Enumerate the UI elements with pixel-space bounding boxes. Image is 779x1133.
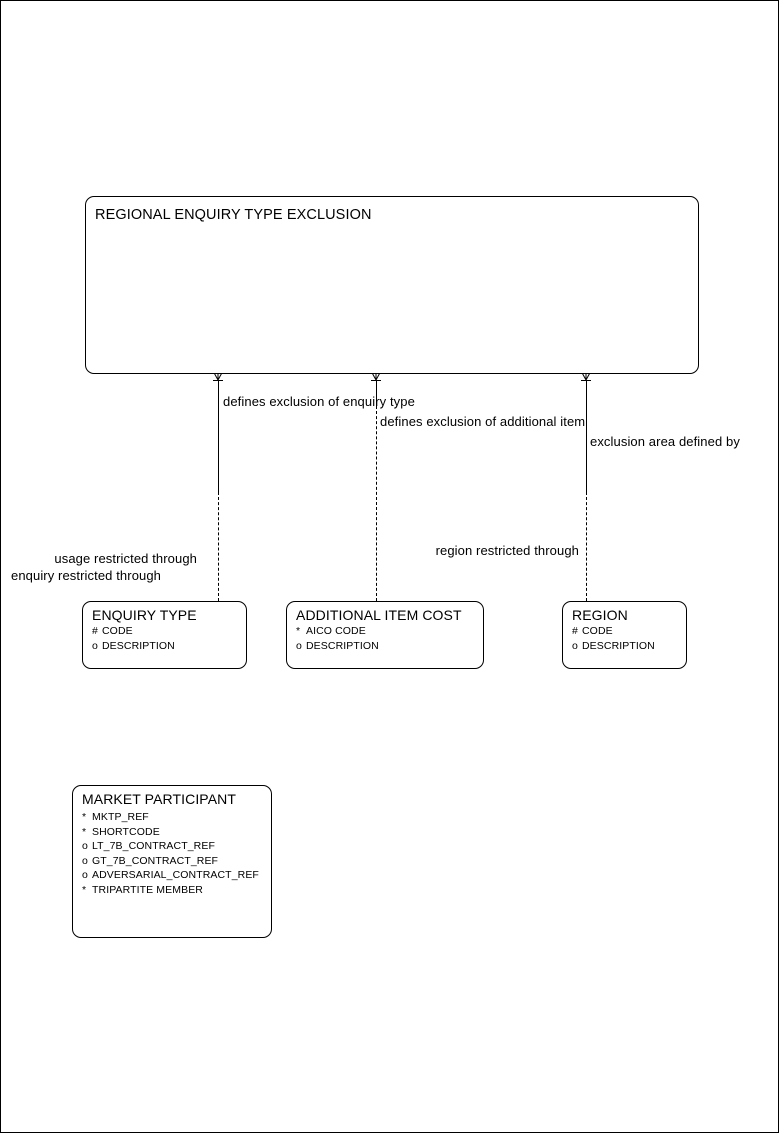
attribute-name: GT_7B_CONTRACT_REF <box>92 854 219 867</box>
entity-market-participant[interactable]: MARKET PARTICIPANT * MKTP_REF * SHORTCODE … <box>72 785 272 938</box>
connector-enquiry-type-dashed <box>218 492 219 601</box>
attribute-name: AICO CODE <box>306 625 366 637</box>
attribute-marker: * <box>82 883 87 896</box>
attribute-marker: * <box>82 825 87 838</box>
relationship-label-defines-exclusion-of-additional-item: defines exclusion of additional item <box>380 414 586 429</box>
attribute-name: LT_7B_CONTRACT_REF <box>92 840 215 852</box>
attribute-row: * MKTP_REF <box>82 810 259 825</box>
attribute-name: MKTP_REF <box>92 811 149 823</box>
attribute-name: DESCRIPTION <box>306 639 379 652</box>
attribute-row: # CODE <box>92 624 175 639</box>
entity-title: ENQUIRY TYPE <box>92 607 197 623</box>
attribute-row: * AICO CODE <box>296 624 379 639</box>
attribute-marker: o <box>572 639 578 652</box>
attribute-row: # CODE <box>572 624 655 639</box>
entity-title: MARKET PARTICIPANT <box>82 791 237 807</box>
attribute-list: * MKTP_REF * SHORTCODE o LT_7B_CONTRACT_REF… <box>82 810 259 897</box>
relationship-label-region-restricted-through: region restricted through <box>435 543 579 558</box>
attribute-row: o GT_7B_CONTRACT_REF <box>82 854 259 869</box>
relationship-label-exclusion-area-defined-by: exclusion area defined by <box>590 434 740 449</box>
entity-title: REGIONAL ENQUIRY TYPE EXCLUSION <box>95 207 372 223</box>
attribute-row: o DESCRIPTION <box>92 639 175 654</box>
attribute-row: o LT_7B_CONTRACT_REF <box>82 839 259 854</box>
relationship-label-defines-exclusion-of-enquiry-type: defines exclusion of enquiry type <box>223 394 415 409</box>
attribute-name: TRIPARTITE MEMBER <box>92 883 203 896</box>
attribute-marker: o <box>92 639 98 652</box>
attribute-name: CODE <box>582 625 613 637</box>
attribute-marker: # <box>572 625 578 637</box>
attribute-name: SHORTCODE <box>92 825 160 838</box>
entity-title: REGION <box>572 607 628 623</box>
relationship-label-usage-restricted-through: usage restricted through <box>54 551 197 566</box>
attribute-name: DESCRIPTION <box>102 639 175 652</box>
attribute-name: ADVERSARIAL_CONTRACT_REF <box>92 869 259 881</box>
attribute-list: * AICO CODE o DESCRIPTION <box>296 624 379 653</box>
attribute-list: # CODE o DESCRIPTION <box>572 624 655 653</box>
attribute-row: * SHORTCODE <box>82 825 259 840</box>
entity-region[interactable]: REGION # CODE o DESCRIPTION <box>562 601 687 669</box>
attribute-row: o ADVERSARIAL_CONTRACT_REF <box>82 868 259 883</box>
connector-region-dashed <box>586 492 587 601</box>
entity-regional-enquiry-type-exclusion[interactable]: REGIONAL ENQUIRY TYPE EXCLUSION <box>85 196 699 374</box>
connector-additional-item-cost-solid <box>376 380 377 406</box>
attribute-marker: * <box>82 811 87 823</box>
attribute-marker: o <box>82 854 88 867</box>
attribute-marker: # <box>92 625 98 637</box>
entity-additional-item-cost[interactable]: ADDITIONAL ITEM COST * AICO CODE o DESCRIP… <box>286 601 484 669</box>
attribute-row: * TRIPARTITE MEMBER <box>82 883 259 898</box>
attribute-list: # CODE o DESCRIPTION <box>92 624 175 653</box>
attribute-row: o DESCRIPTION <box>296 639 379 654</box>
attribute-name: CODE <box>102 625 133 637</box>
connector-additional-item-cost-dashed <box>376 406 377 601</box>
relationship-label-enquiry-restricted-through: enquiry restricted through <box>11 568 162 583</box>
entity-title: ADDITIONAL ITEM COST <box>296 607 462 623</box>
connector-region-solid <box>586 380 587 492</box>
entity-enquiry-type[interactable]: ENQUIRY TYPE # CODE o DESCRIPTION <box>82 601 247 669</box>
attribute-name: DESCRIPTION <box>582 639 655 652</box>
attribute-marker: * <box>296 625 301 637</box>
attribute-marker: o <box>296 639 302 652</box>
connector-enquiry-type-solid <box>218 380 219 492</box>
attribute-marker: o <box>82 840 88 852</box>
attribute-marker: o <box>82 869 88 881</box>
attribute-row: o DESCRIPTION <box>572 639 655 654</box>
